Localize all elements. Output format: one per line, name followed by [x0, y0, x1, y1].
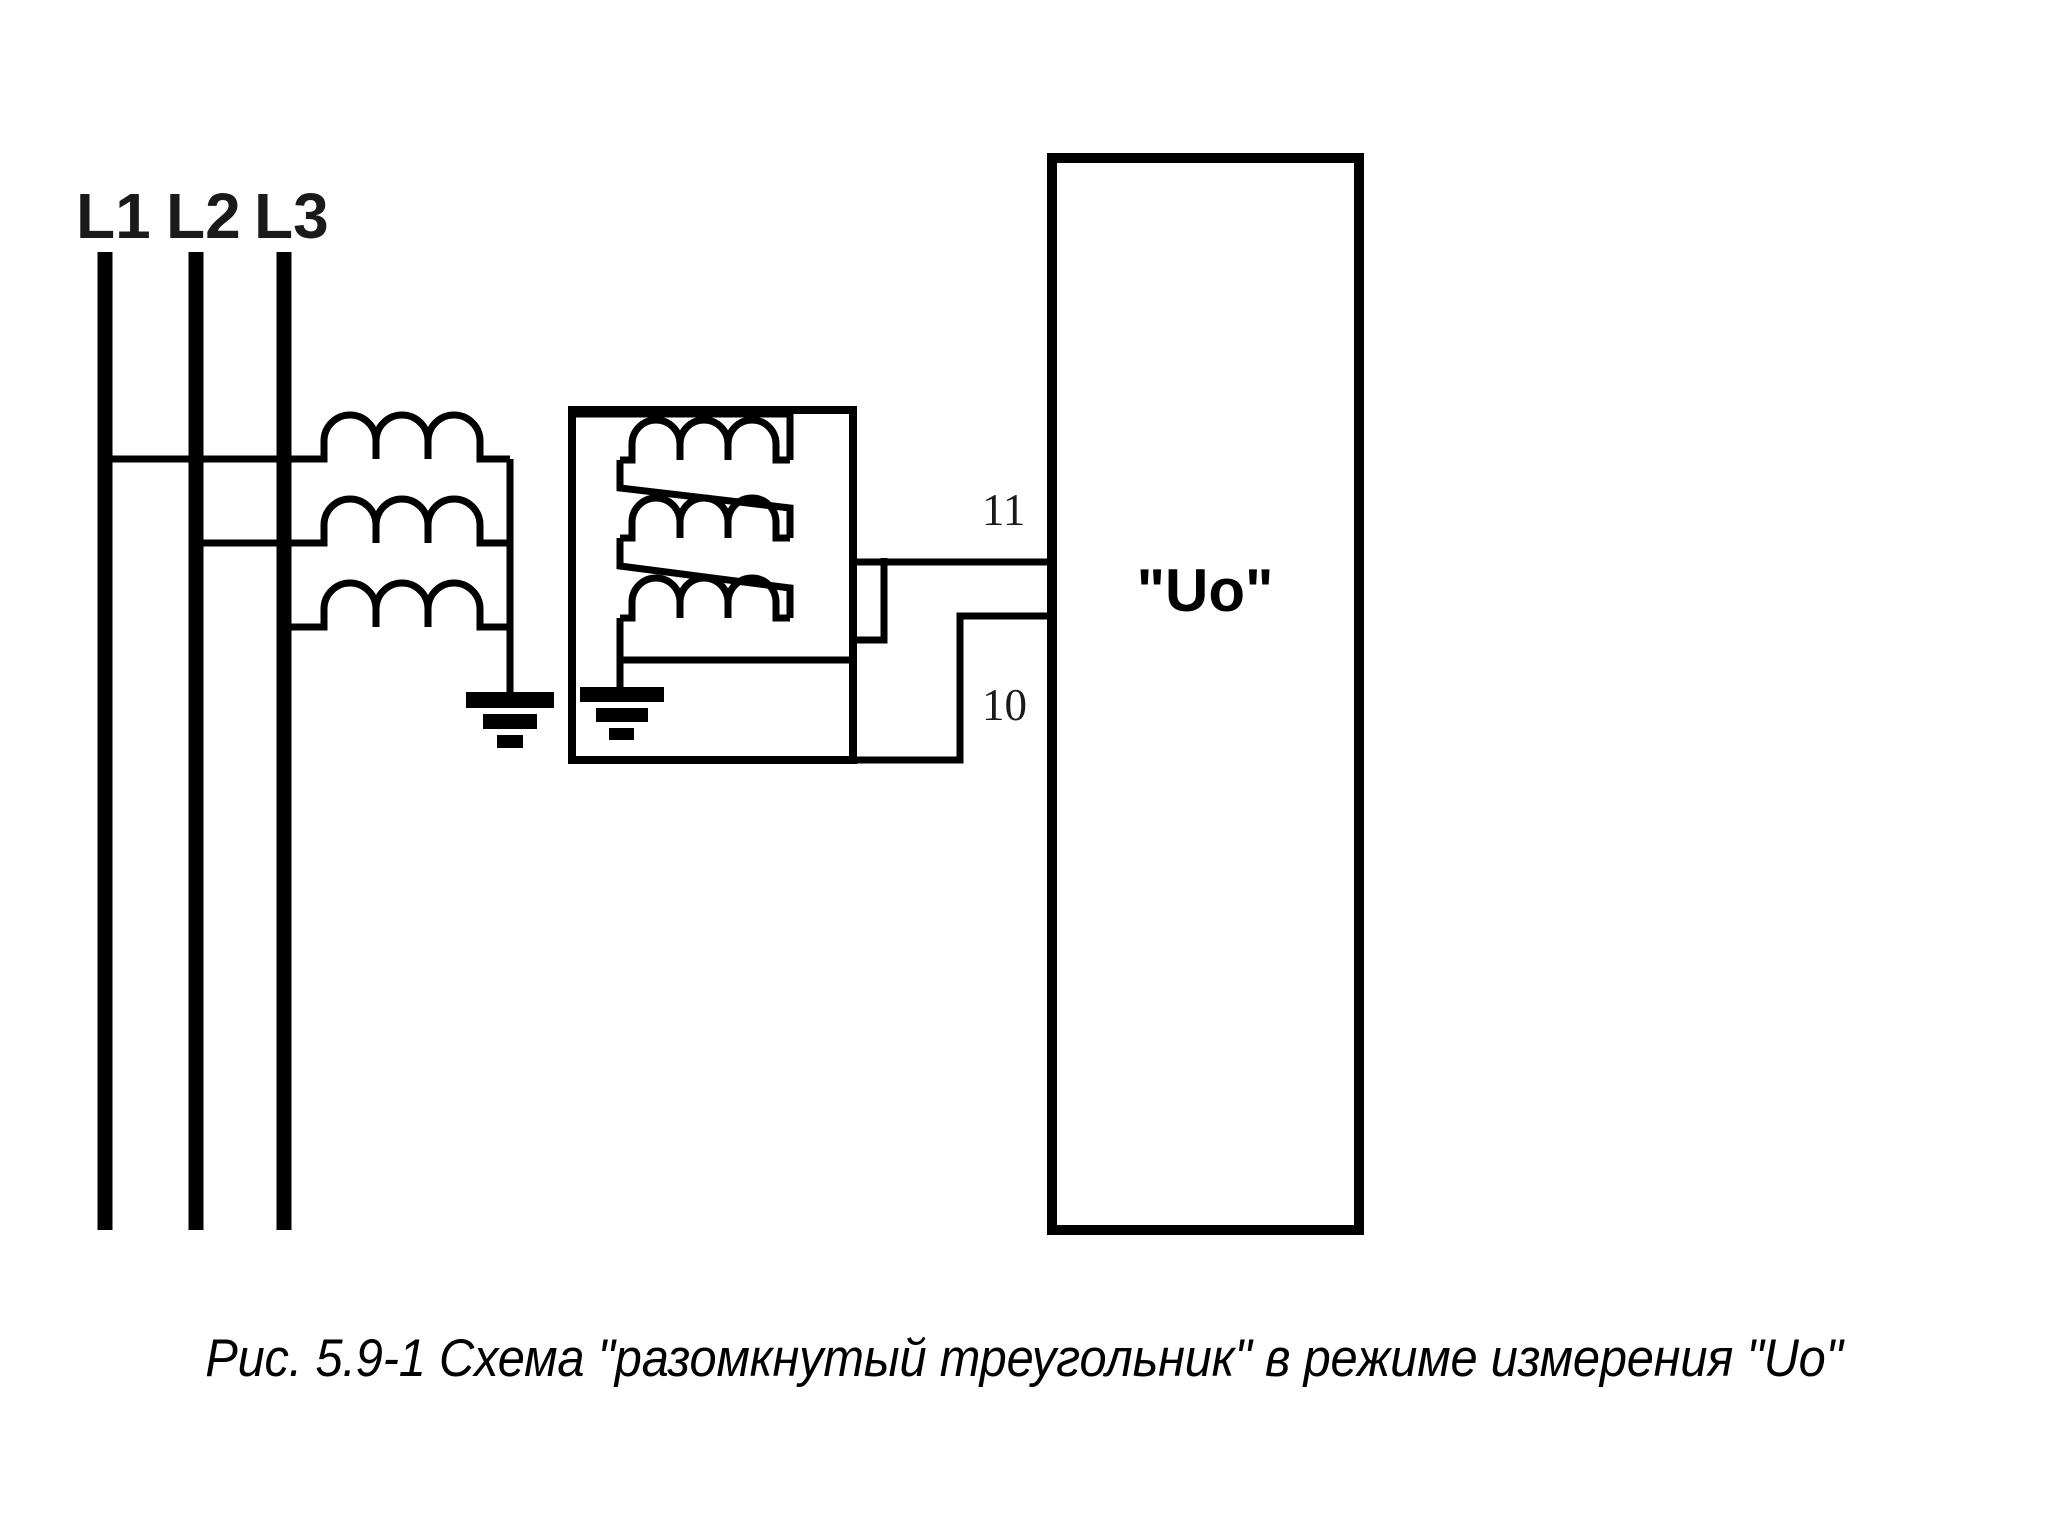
secondary-top-rail — [576, 410, 794, 460]
output-wires — [849, 558, 1052, 764]
terminal-label-10: 10 — [982, 680, 1027, 730]
phase-bus-lines — [97, 252, 292, 1230]
phase-label-l2: L2 — [166, 180, 241, 252]
primary-star-point — [490, 455, 514, 695]
earth-ground-icon-bar-3 — [497, 735, 523, 748]
phase-label-l1: L1 — [76, 180, 151, 252]
secondary-coil-1 — [620, 416, 790, 464]
figure-caption: Рис. 5.9-1 Схема "разомкнутый треугольни… — [205, 1329, 1843, 1388]
uo-device-label: "Uo" — [1137, 557, 1274, 624]
secondary-windings — [620, 416, 790, 622]
output-wire-10-run — [853, 612, 1052, 764]
phase-label-group: L1 L2 L3 — [76, 180, 329, 252]
open-delta-enclosure — [568, 406, 857, 764]
primary-tap-wires — [105, 455, 314, 631]
terminal-label-11: 11 — [982, 485, 1025, 535]
earth-ground-icon-bar-1 — [466, 692, 554, 708]
earth-ground-icon-bar-2 — [596, 708, 648, 722]
secondary-diagonal-2 — [616, 538, 794, 618]
primary-windings — [314, 411, 490, 631]
uo-device-box[interactable] — [1047, 153, 1364, 1235]
earth-ground-icon-bar-2 — [483, 714, 537, 729]
secondary-ground-symbol-group — [580, 687, 664, 740]
output-wire-11-run — [849, 558, 1052, 644]
earth-ground-icon-bar-3 — [609, 728, 634, 740]
primary-coil-2 — [314, 495, 490, 547]
phase-label-l3: L3 — [254, 180, 329, 252]
output-wire-11 — [849, 558, 888, 566]
primary-coil-3 — [314, 579, 490, 631]
primary-ground-symbol-group — [466, 692, 554, 748]
secondary-diagonal-1 — [616, 460, 794, 538]
primary-coil-1 — [314, 411, 490, 463]
earth-ground-icon-bar-1 — [580, 687, 664, 702]
secondary-series-links — [576, 410, 849, 690]
